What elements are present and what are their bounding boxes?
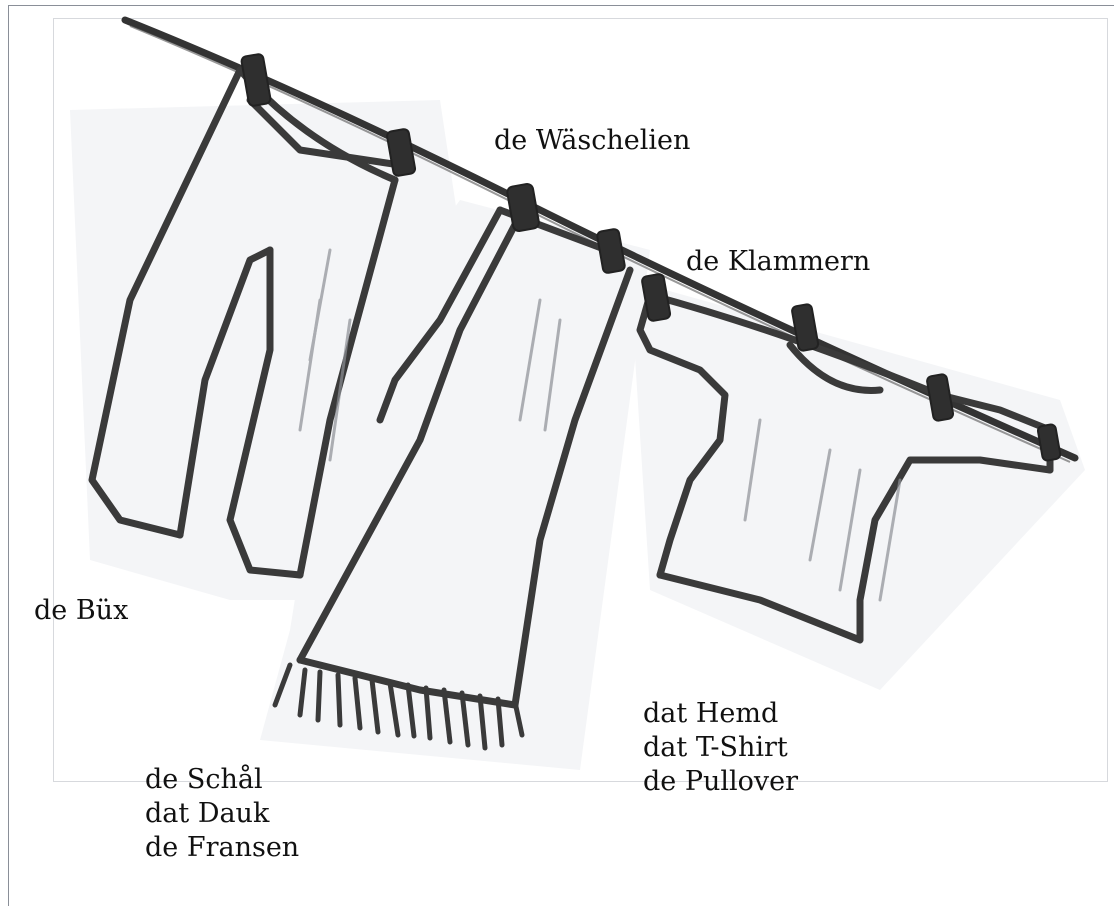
label-pegs: de Klammern <box>686 245 870 279</box>
peg <box>241 53 271 106</box>
label-pullover: de Pullover <box>643 765 798 799</box>
label-scarf: de Schål <box>145 763 299 797</box>
label-trousers: de Büx <box>34 594 128 628</box>
paper-halo <box>70 100 1085 770</box>
label-tshirt: dat T-Shirt <box>643 731 798 765</box>
label-shirt-group: dat Hemd dat T-Shirt de Pullover <box>643 697 798 799</box>
label-scarf-group: de Schål dat Dauk de Fransen <box>145 763 299 865</box>
label-cloth: dat Dauk <box>145 797 299 831</box>
label-fringes: de Fransen <box>145 831 299 865</box>
label-clothesline: de Wäschelien <box>494 124 690 158</box>
label-trousers-text: de Büx <box>34 594 128 628</box>
label-clothesline-text: de Wäschelien <box>494 124 690 158</box>
label-pegs-text: de Klammern <box>686 245 870 279</box>
label-shirt: dat Hemd <box>643 697 798 731</box>
